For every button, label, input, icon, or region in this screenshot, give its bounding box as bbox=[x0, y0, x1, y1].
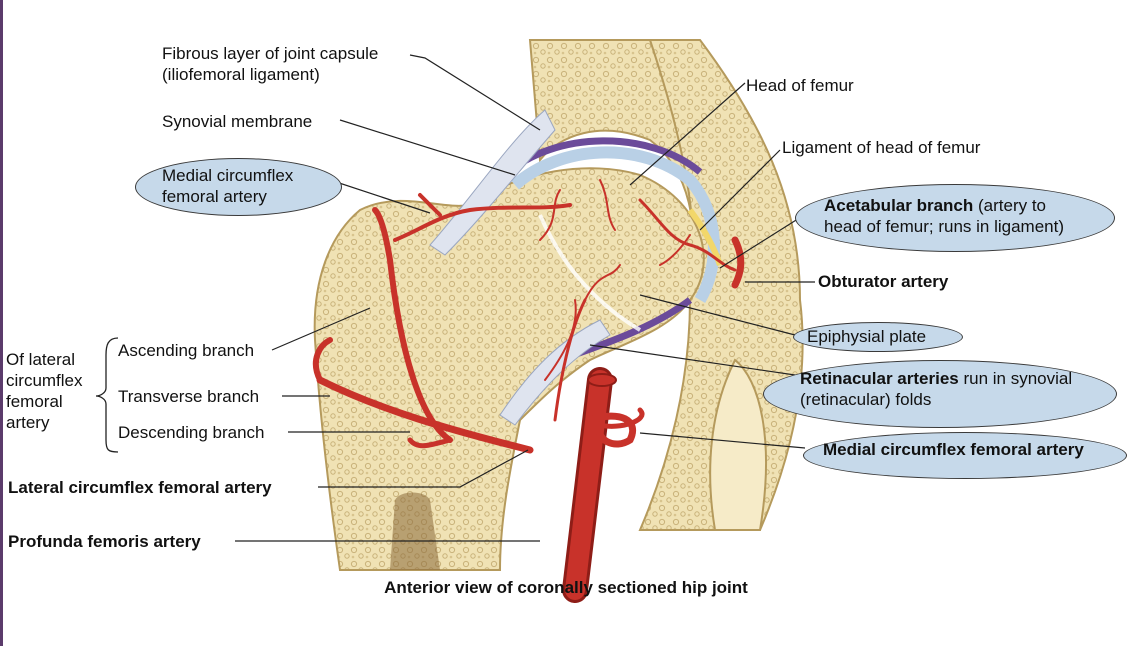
oval-medial-circumflex-top bbox=[135, 158, 342, 216]
label-transverse-branch: Transverse branch bbox=[118, 387, 260, 406]
oval-epiphysial bbox=[793, 322, 963, 352]
femur bbox=[313, 167, 705, 571]
leader-lines bbox=[235, 54, 821, 542]
label-ascending-branch: Ascending branch bbox=[118, 341, 255, 360]
label-synovial-membrane: Synovial membrane bbox=[162, 112, 313, 131]
label-descending-branch: Descending branch bbox=[118, 423, 265, 442]
label-head-of-femur: Head of femur bbox=[746, 76, 854, 95]
label-retinacular-arteries: Retinacular arteries run in synovial (re… bbox=[800, 368, 1072, 410]
label-fibrous-layer: Fibrous layer of joint capsule (iliofemo… bbox=[162, 43, 378, 85]
label-of-lateral-line4: artery bbox=[6, 413, 50, 432]
label-medial-circumflex-bottom: Medial circumflex femoral artery bbox=[823, 440, 1084, 459]
left-edge-bar bbox=[0, 0, 3, 646]
oval-retinacular bbox=[763, 360, 1117, 428]
label-retinacular-rest2: (retinacular) folds bbox=[800, 390, 932, 409]
label-mcf-line1: Medial circumflex bbox=[162, 166, 294, 185]
oval-medial-circumflex-bottom bbox=[803, 432, 1127, 479]
label-of-lateral-line1: Of lateral bbox=[6, 350, 75, 369]
label-of-lateral-line2: circumflex bbox=[6, 371, 83, 390]
label-fibrous-line2: (iliofemoral ligament) bbox=[162, 65, 320, 84]
capsule-fibers bbox=[429, 109, 556, 256]
label-medial-circumflex-top: Medial circumflex femoral artery bbox=[162, 165, 293, 207]
label-obturator-artery: Obturator artery bbox=[818, 272, 949, 291]
oval-acetabular bbox=[795, 184, 1115, 252]
figure-caption: Anterior view of coronally sectioned hip… bbox=[384, 578, 748, 597]
label-lateral-circumflex: Lateral circumflex femoral artery bbox=[8, 478, 272, 497]
medullary-cavity bbox=[390, 492, 440, 570]
label-retinacular-rest1: run in synovial bbox=[958, 369, 1073, 388]
articular-cartilage bbox=[511, 146, 720, 303]
label-ligament-head-femur: Ligament of head of femur bbox=[782, 138, 981, 157]
label-acetabular-bold: Acetabular branch bbox=[824, 196, 974, 215]
label-acetabular-rest2: head of femur; runs in ligament) bbox=[824, 217, 1065, 236]
arteries bbox=[312, 179, 745, 603]
label-profunda-femoris: Profunda femoris artery bbox=[8, 532, 201, 551]
capsule-fibers-lower bbox=[499, 319, 611, 426]
label-acetabular-branch: Acetabular branch (artery to head of fem… bbox=[824, 195, 1064, 237]
label-epiphysial-plate: Epiphysial plate bbox=[807, 327, 927, 346]
pubic-ramus bbox=[709, 358, 767, 531]
label-retinacular-bold: Retinacular arteries bbox=[800, 369, 959, 388]
label-fibrous-line1: Fibrous layer of joint capsule bbox=[162, 44, 379, 63]
label-of-lateral-group: Of lateral circumflex femoral artery bbox=[6, 349, 83, 433]
brace bbox=[95, 337, 119, 453]
label-mcf-line2: femoral artery bbox=[162, 187, 267, 206]
label-acetabular-rest1: (artery to bbox=[973, 196, 1047, 215]
label-of-lateral-line3: femoral bbox=[6, 392, 63, 411]
